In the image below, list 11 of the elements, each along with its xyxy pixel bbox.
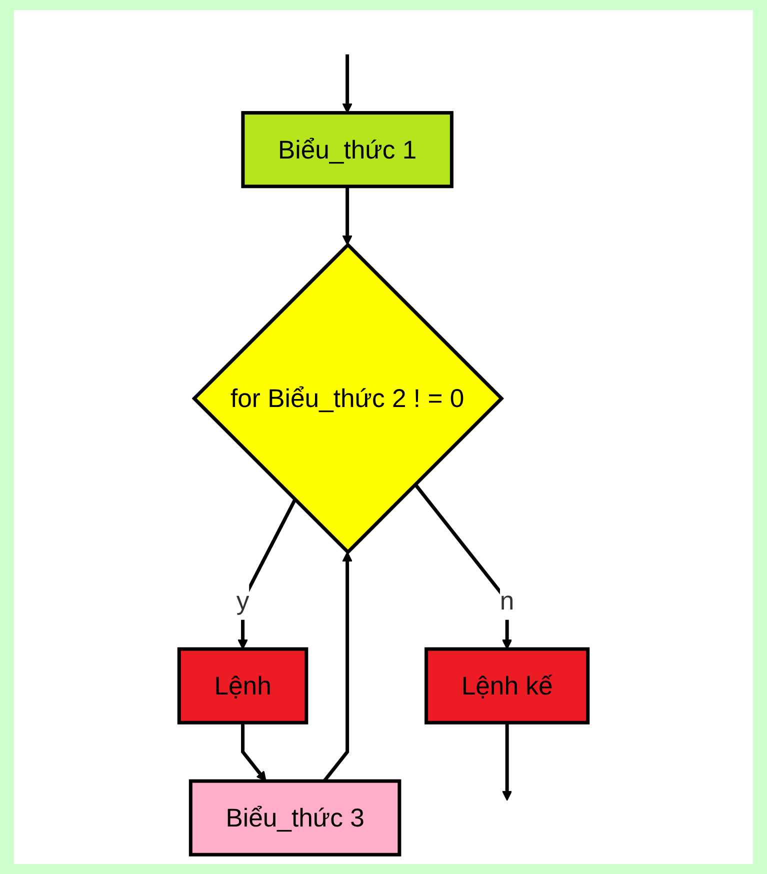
edge-label: n — [500, 586, 514, 616]
arrow — [502, 722, 512, 801]
arrow — [241, 722, 266, 782]
arrow — [342, 54, 352, 114]
edge-label: y — [236, 586, 250, 616]
node-box: Lệnh — [177, 647, 308, 724]
arrow — [342, 186, 352, 246]
node-box: Biểu_thức 3 — [188, 779, 402, 856]
node-box: Lệnh kế — [424, 647, 590, 724]
node-box: Biểu_thức 1 — [241, 111, 454, 188]
node-diamond: for Biểu_thức 2 ! = 0 — [192, 242, 504, 555]
